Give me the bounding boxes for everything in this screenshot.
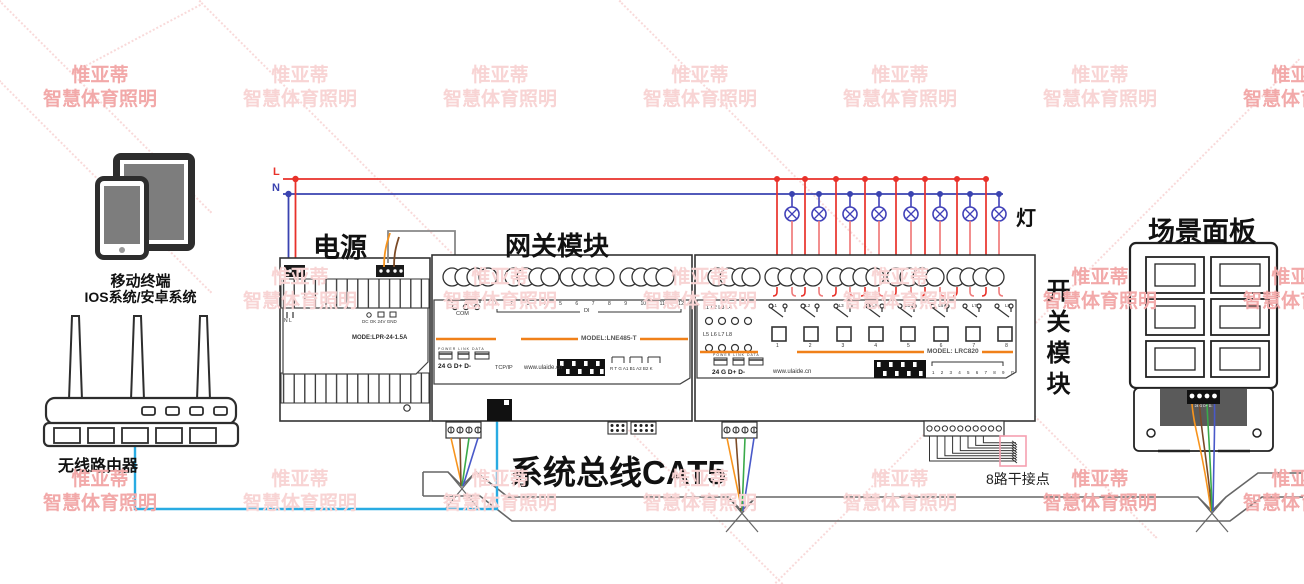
gateway-aux-terminal-labels: R T G A1 B1 A2 B2 K <box>610 366 653 371</box>
power-input-labels: N L <box>284 318 292 324</box>
mains-wiring <box>283 175 1007 287</box>
mobile-label-line1: 移动终端 <box>110 273 171 290</box>
power-model: MODE:LPR-24-1.5A <box>352 335 408 341</box>
scene-terminal-label: 24 G D+ D- <box>1194 404 1213 408</box>
switch-led-labels: POWER LINK DATA <box>713 353 760 357</box>
gateway-terminal-labels: 24 G D+ D- <box>438 363 472 370</box>
switch-di-numbers: 1 2 3 4 5 6 7 8 9 G <box>932 370 1017 375</box>
gateway-led-labels: POWER LINK DATA <box>438 347 485 351</box>
mains-live-label: L <box>273 166 280 178</box>
bus-label: 系统总线CAT5 <box>510 454 726 491</box>
gateway-model: MODEL:LNE485-T <box>578 335 640 342</box>
router-label: 无线路由器 <box>58 458 139 475</box>
ethernet-cable <box>133 421 499 511</box>
gateway-com-label: COM <box>456 311 469 317</box>
switch-indicator-row1: L1 L2 L3 L4 <box>703 305 733 311</box>
router-illustration <box>42 315 240 448</box>
gateway-tcp-label: TCP/IP <box>495 365 513 371</box>
gateway-url: www.ulaide.cn <box>524 365 563 371</box>
switch-indicator-row2: L5 L6 L7 L8 <box>703 332 733 338</box>
switch-url: www.ulaide.cn <box>773 369 812 375</box>
mobile-devices-illustration <box>95 153 195 260</box>
power-status-labels: DC OK 24V GND <box>362 319 397 324</box>
switch-terminal-labels: 24 G D+ D- <box>712 369 746 376</box>
gateway-module <box>431 254 693 487</box>
switch-model: MODEL: LRC820 <box>924 348 982 355</box>
power-module <box>279 230 456 422</box>
power-module-title: 电源 <box>313 233 367 263</box>
scene-panel-title: 场景面板 <box>1148 217 1256 247</box>
mobile-label-line2: IOS系统/安卓系统 <box>84 289 197 305</box>
switch-module <box>694 254 1036 512</box>
switch-module-title: 开关模块 <box>1042 278 1069 402</box>
dry-contact-label: 8路干接点 <box>986 471 1050 487</box>
gateway-di-label: DI <box>584 308 590 314</box>
scene-panel-illustration <box>1128 241 1279 512</box>
lamp-label: 灯 <box>1016 208 1036 230</box>
gateway-module-title: 网关模块 <box>505 231 610 261</box>
mains-neutral-label: N <box>272 182 280 194</box>
